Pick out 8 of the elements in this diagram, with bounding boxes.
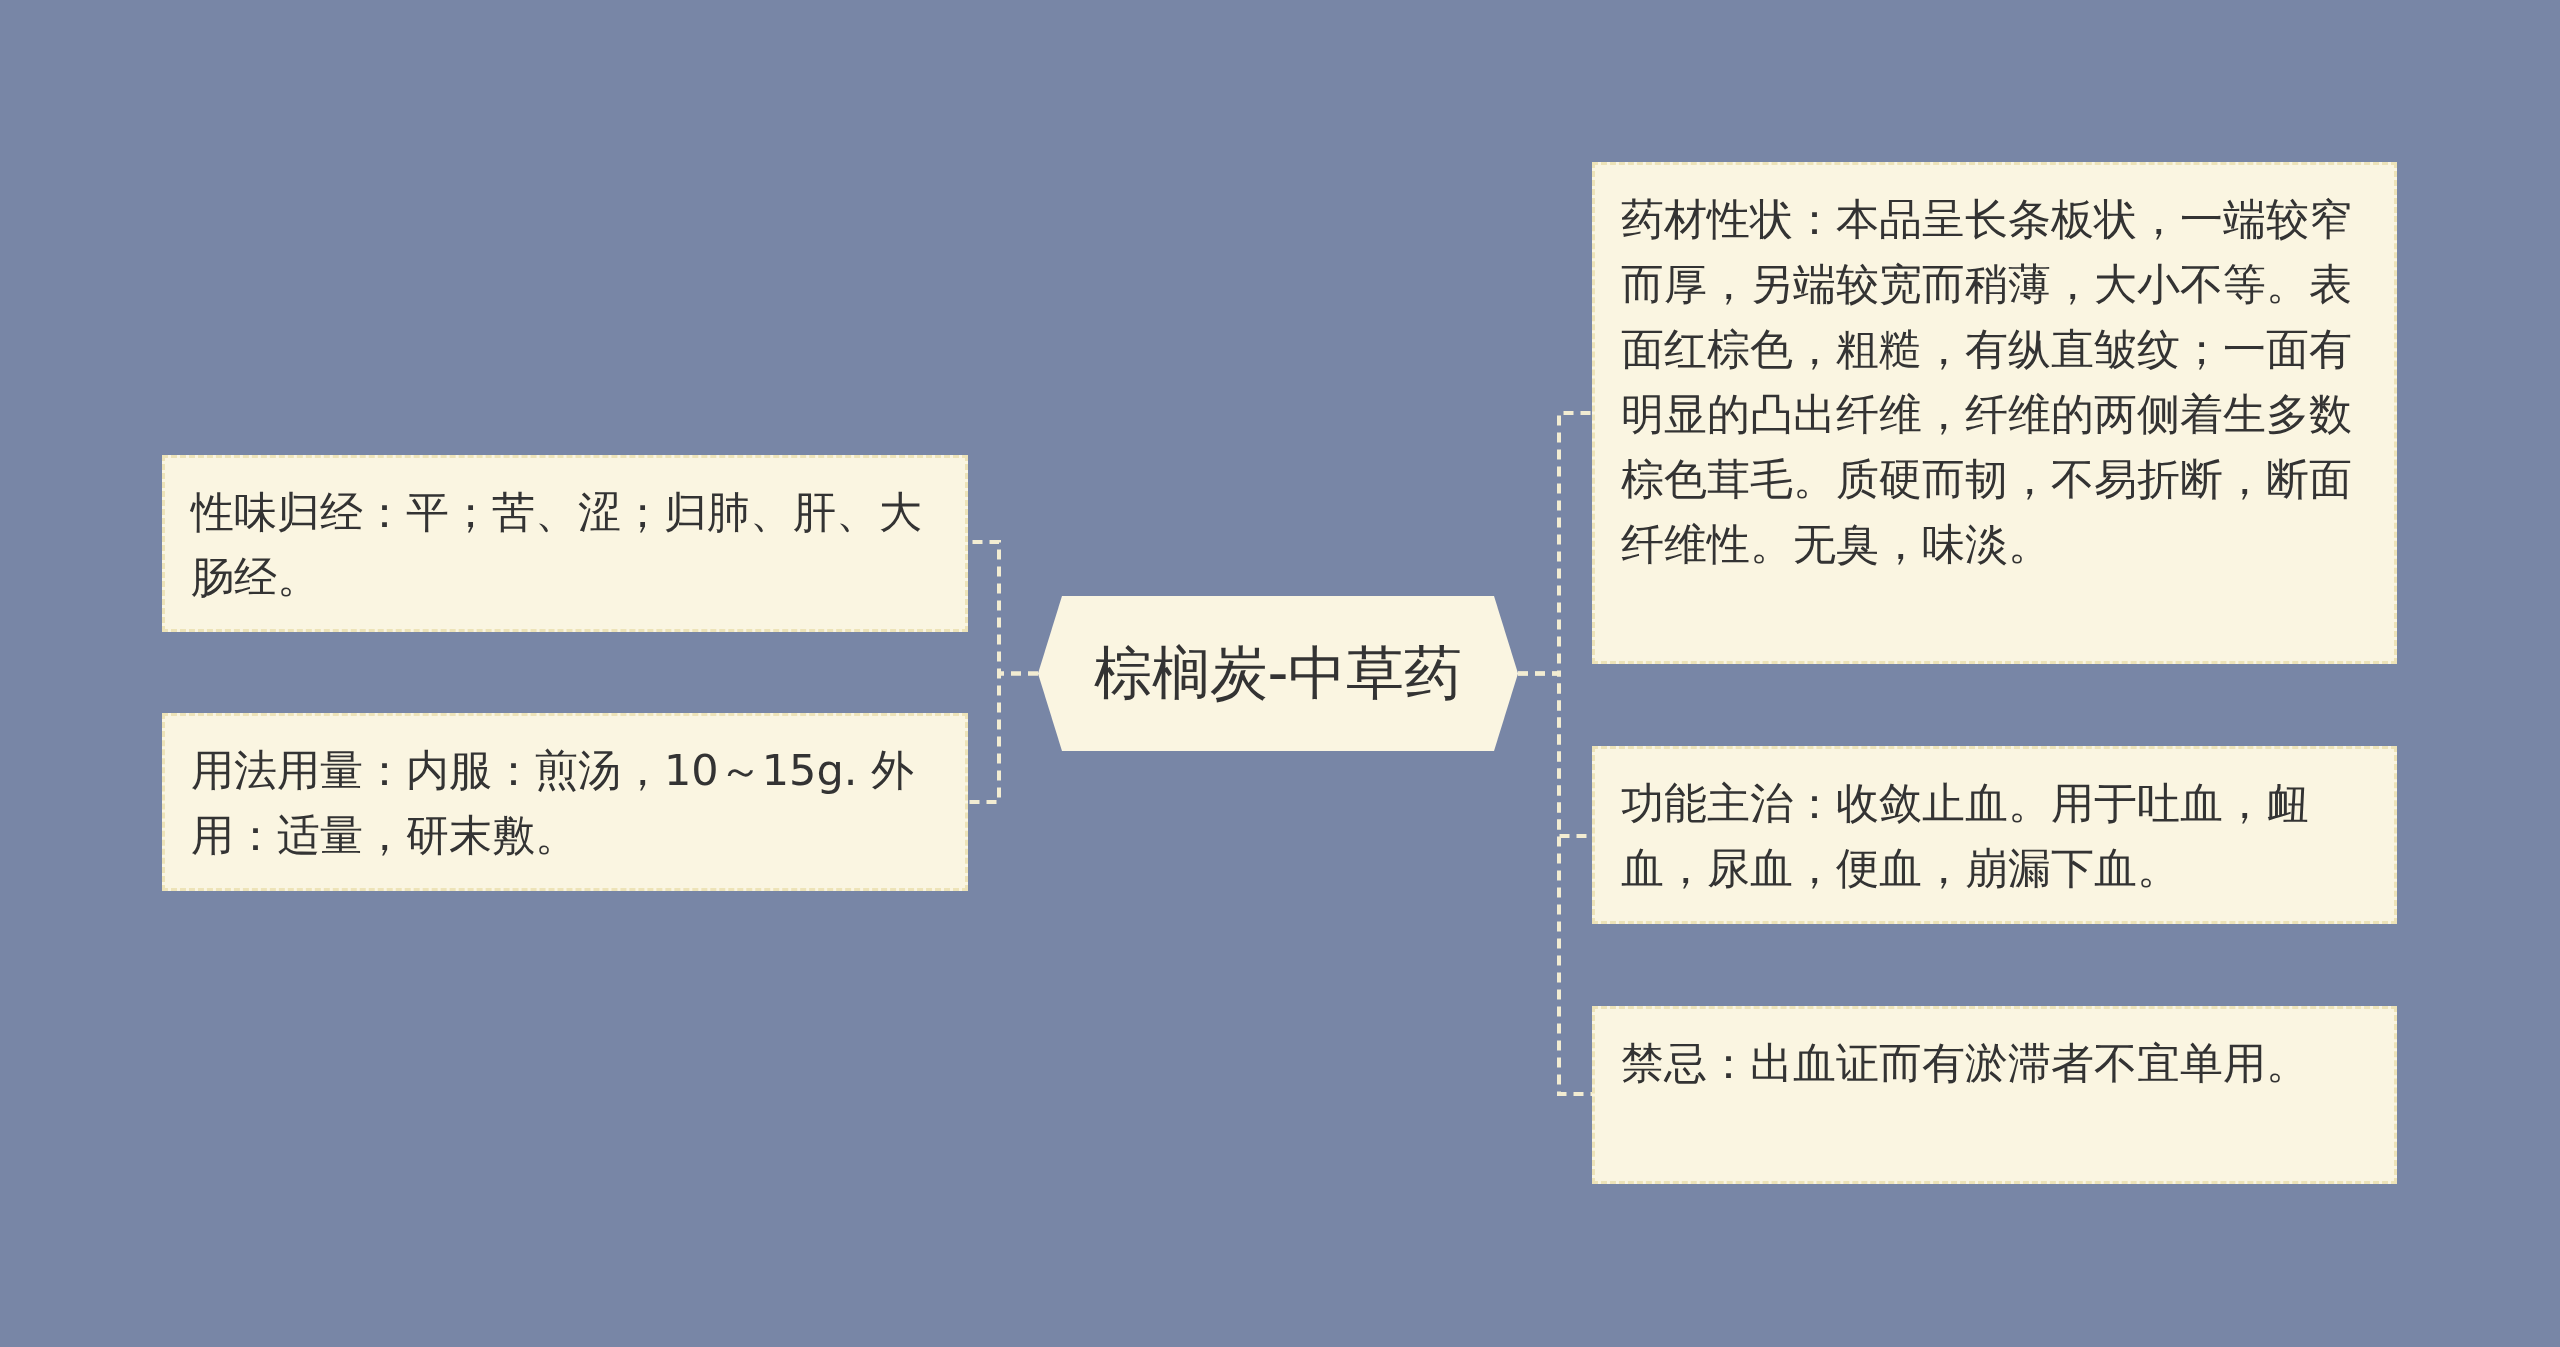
topic-box: 性味归经：平；苦、涩；归肺、肝、大肠经。: [162, 455, 968, 632]
central-topic-hexagon: 棕榈炭-中草药: [1038, 596, 1518, 751]
topic-box: 功能主治：收敛止血。用于吐血，衄血，尿血，便血，崩漏下血。: [1592, 746, 2397, 924]
connector-line: [968, 671, 1038, 804]
topic-box: 用法用量：内服：煎汤，10～15g. 外用：适量，研末敷。: [162, 713, 968, 891]
topic-box: 禁忌：出血证而有淤滞者不宜单用。: [1592, 1006, 2397, 1184]
topic-box: 药材性状：本品呈长条板状，一端较窄而厚，另端较宽而稍薄，大小不等。表面红棕色，粗糙，有纵直皱纹；一面有明显的凸出纤维，纤维的两侧着生多数棕色茸毛。质硬而韧，不易折断，断面纤维性。无臭，味淡。: [1592, 162, 2397, 664]
connector-line: [1518, 671, 1592, 1096]
